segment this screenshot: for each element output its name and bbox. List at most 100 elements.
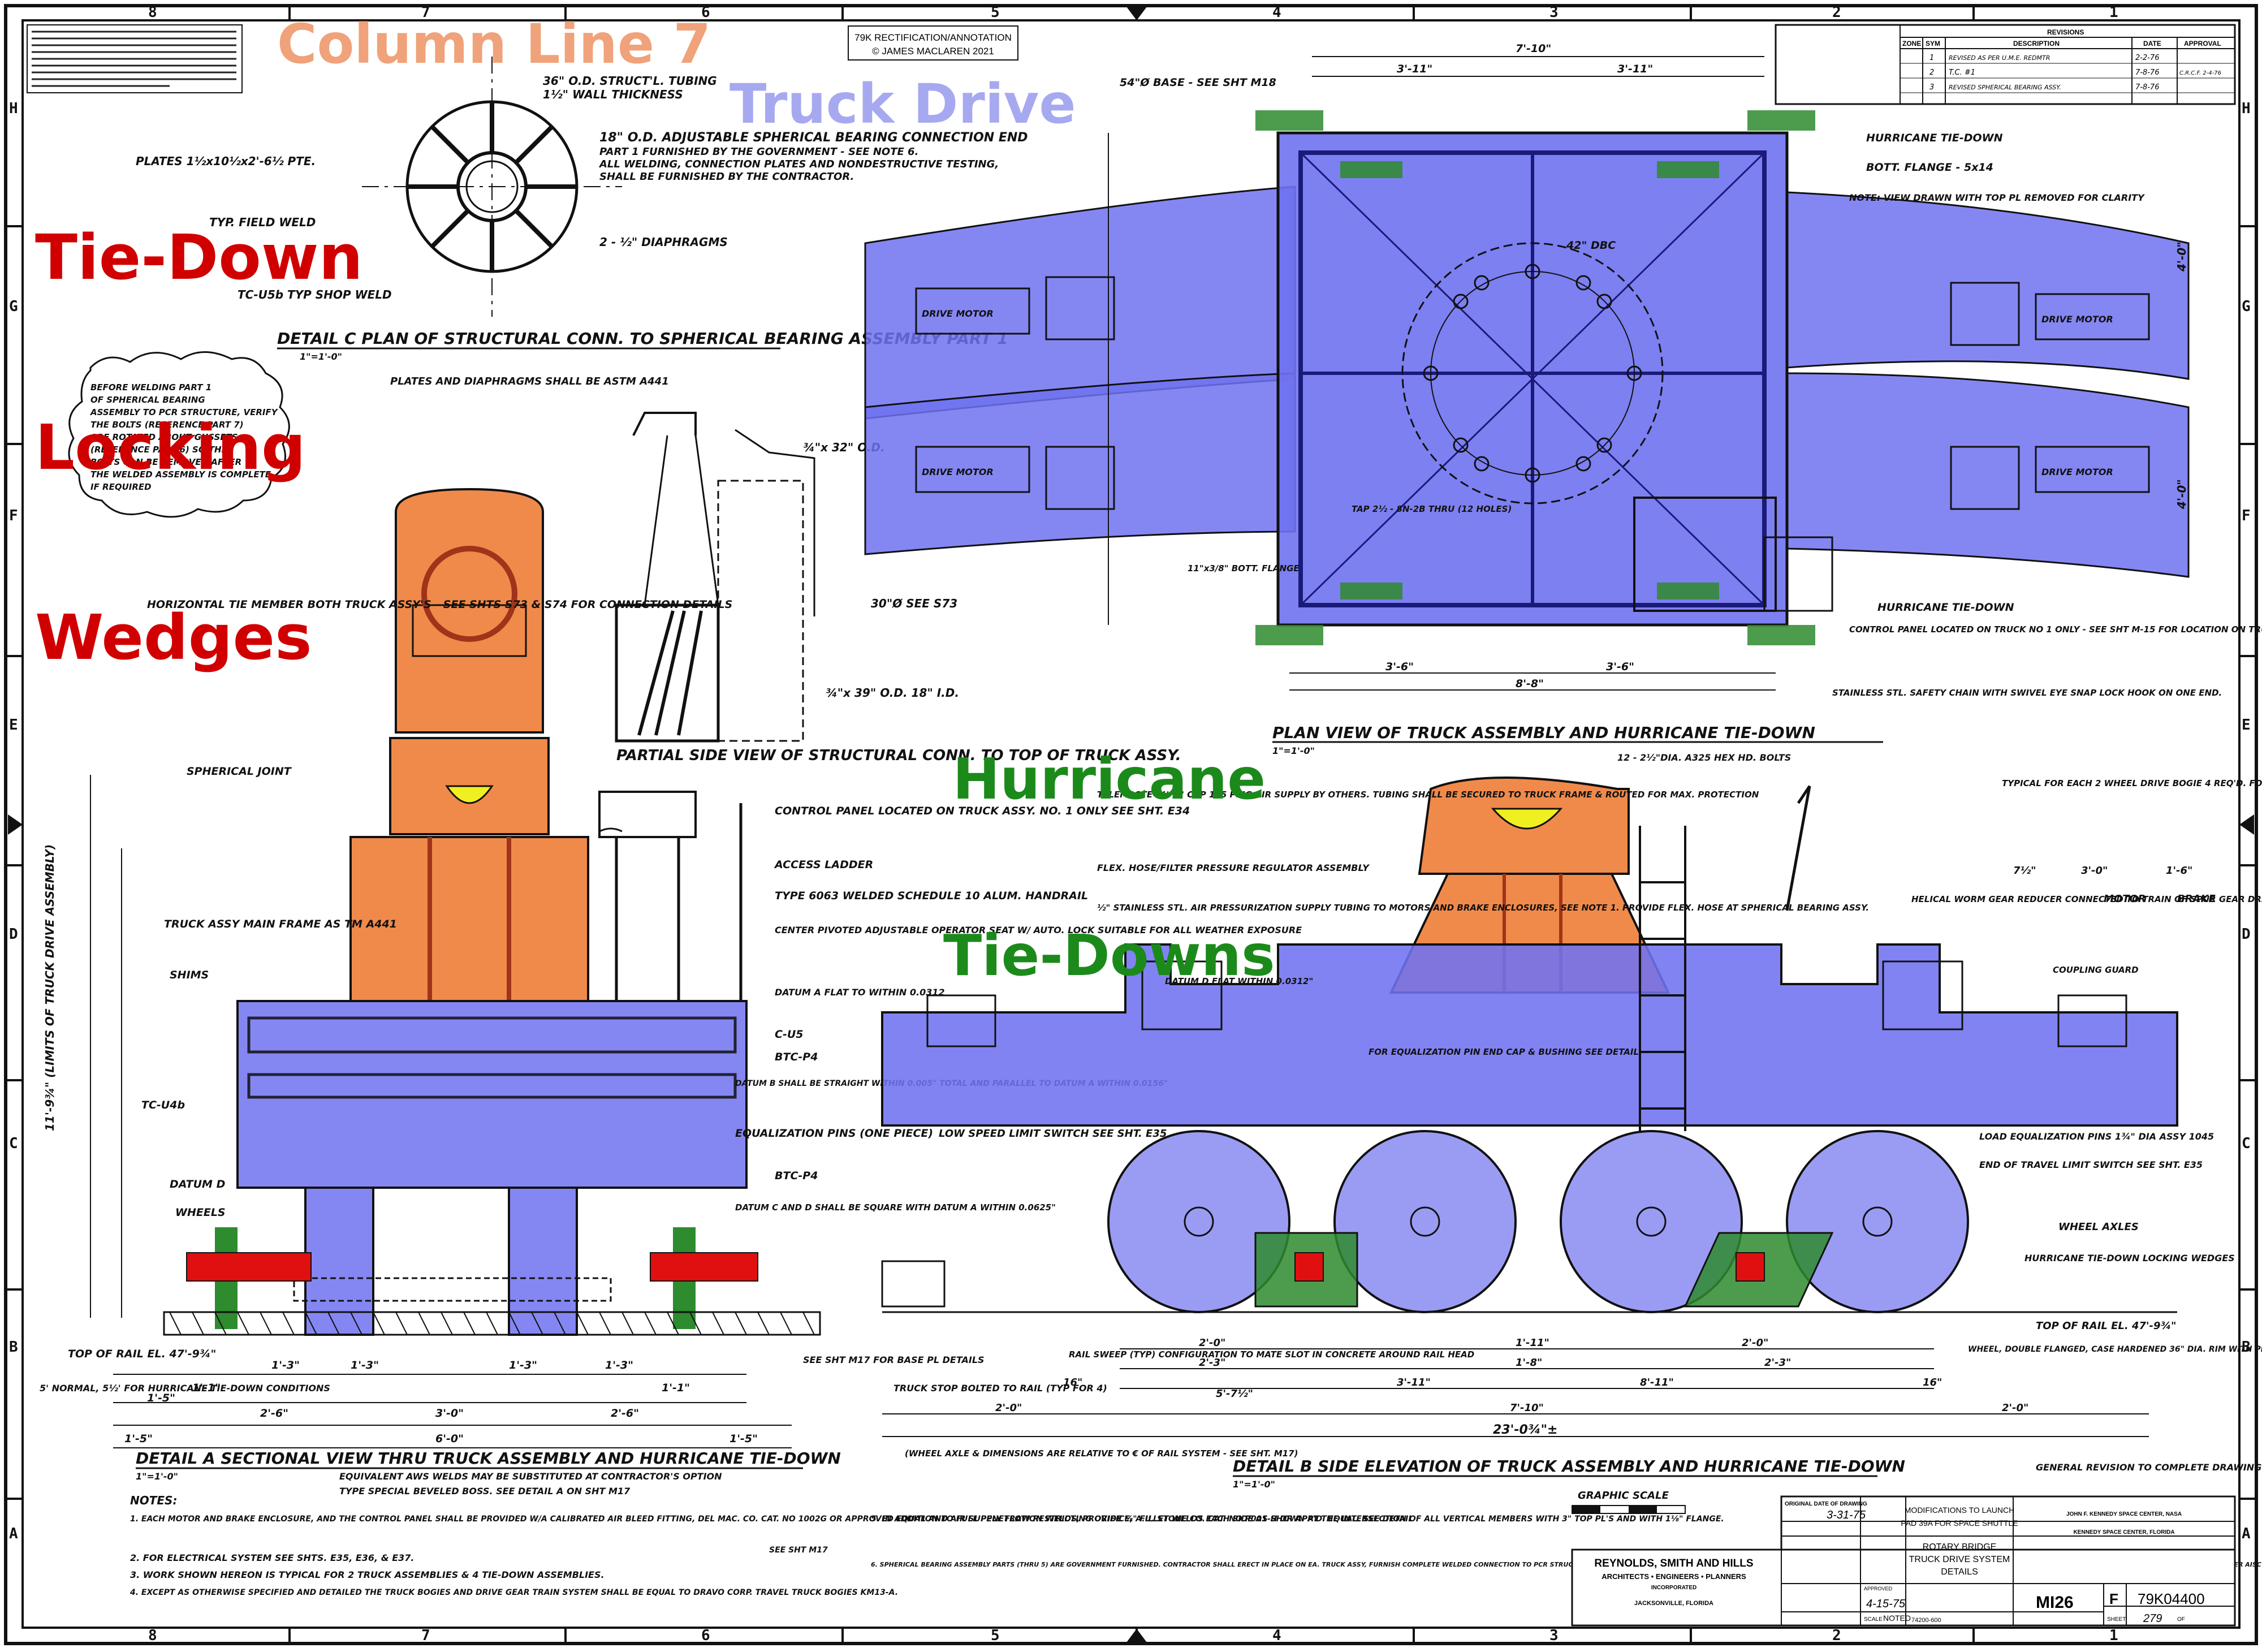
b-label-end-travel: END OF TRAVEL LIMIT SWITCH SEE SHT. E35 [1979,1159,2203,1170]
b-label-typical-bogie: TYPICAL FOR EACH 2 WHEEL DRIVE BOGIE 4 R… [2002,778,2262,788]
credit-box: 79K RECTIFICATION/ANNOTATION © JAMES MAC… [848,25,1018,61]
zone-labels: 8 7 6 5 4 3 2 1 8 7 6 5 4 3 2 1 H G F E … [9,4,2251,1644]
rev-row-3-sym: 3 [1929,83,1934,92]
note-g-3: ASSEMBLY TO PCR STRUCTURE, VERIFY [90,407,279,417]
zone-col-7-bottom: 7 [421,1627,430,1644]
a-dim-1: 1'-5" [147,1392,175,1404]
b-label-wheel-desc: WHEEL, DOUBLE FLANGED, CASE HARDENED 36"… [1968,1345,2262,1354]
a-label-btc-p4: BTC-P4 [775,1051,818,1063]
zone-row-h: H [9,100,18,117]
b-label-motor: MOTOR [2104,893,2146,905]
a-label-spherical-joint: SPHERICAL JOINT [187,765,292,778]
rev-row-3-date: 7-8-76 [2135,83,2159,92]
detail-b-scale: 1"=1'-0" [1233,1479,1275,1490]
tb-sheet-code: MI26 [2036,1593,2074,1612]
label-column-line: Column Line 7 [277,12,711,76]
tb-scale: NOTED [1883,1614,1911,1623]
tb-original-date-label: ORIGINAL DATE OF DRAWING [1785,1501,1867,1507]
partial-side-view [615,412,815,743]
note-g-4: THE BOLTS (REFERENCE PART 7) [90,420,244,430]
zone-row-b-right: B [2242,1339,2251,1356]
detail-a-labels: HORIZONTAL TIE MEMBER BOTH TRUCK ASSY'S … [40,598,1302,1496]
center-mark-bottom [1126,1629,1147,1642]
a-label-btc-p4b: BTC-P4 [775,1170,818,1182]
label-hurricane: Hurricane Tie-Downs [943,632,1275,1044]
zone-col-3: 3 [1549,4,1559,21]
a-dim-12: 1'-1" [192,1382,221,1394]
zone-row-h-right: H [2242,100,2251,117]
legal-text-block [27,24,243,93]
b-dim-16: 16" [1923,1377,1942,1388]
b-label-bolts: 12 - 2½"DIA. A325 HEX HD. BOLTS [1617,752,1791,763]
tb-scale-label: SCALE [1864,1616,1883,1623]
b-dim-1: 2'-0" [1199,1337,1225,1349]
a-label-see-m17: SEE SHT M17 FOR BASE PL DETAILS [803,1355,985,1365]
rev-row-2-date: 7-8-76 [2135,68,2159,77]
a-label-top-of-rail: TOP OF RAIL EL. 47'-9¾" [68,1348,216,1360]
b-label-stainless: ½" STAINLESS STL. AIR PRESSURIZATION SUP… [1097,903,1869,913]
zone-col-5: 5 [991,4,1000,21]
zone-row-b: B [9,1339,18,1356]
b-label-brake: BRAKE [2177,893,2216,905]
graphic-scale-bar [1572,1505,1686,1514]
note-2: 2. FOR ELECTRICAL SYSTEM SEE SHTS. E35, … [130,1552,414,1563]
tb-firm-sub: ARCHITECTS • ENGINEERS • PLANNERS [1601,1572,1746,1581]
partial-side-labels: PARTIAL SIDE VIEW OF STRUCTURAL CONN. TO… [616,441,1181,764]
inner-border [21,19,2241,1629]
c-note-plates: PLATES 1½x10½x2'-6½ PTE. [136,154,316,168]
b-dim-8: 8'-11" [1640,1377,1674,1388]
a-dim-3: 1'-3" [351,1359,379,1371]
b-label-load-eq: LOAD EQUALIZATION PINS 1¾" DIA ASSY 1045 [1979,1131,2214,1142]
tb-title-1: ROTARY BRIDGE [1923,1542,1997,1552]
plan-note-base: 54"Ø BASE - SEE SHT M18 [1120,76,1276,89]
b-label-axle-note: (WHEEL AXLE & DIMENSIONS ARE RELATIVE TO… [905,1448,1298,1459]
tb-project-1: MODIFICATIONS TO LAUNCH [1905,1506,2014,1515]
tb-title-3: DETAILS [1941,1567,1978,1577]
plan-note-bott-flange: BOTT. FLANGE - 5x14 [1866,161,1993,174]
b-dim-4: 2'-3" [1199,1357,1225,1369]
note-g-cloud: BEFORE WELDING PART 1 OF SPHERICAL BEARI… [68,351,290,518]
detail-c-drawing [362,57,622,317]
b-label-top-rail: TOP OF RAIL EL. 47'-9¾" [2036,1320,2177,1332]
rev-col-approval: APPROVAL [2184,40,2221,48]
zone-col-6: 6 [701,4,710,21]
a-label-datum-cd: DATUM C AND D SHALL BE SQUARE WITH DATUM… [735,1202,1056,1213]
detail-b-drawing [881,777,2178,1437]
b-dim-7: 3'-11" [1397,1377,1431,1388]
b-dim-13: 1'-6" [2166,865,2192,877]
plan-dim-2: 3'-11" [1397,63,1432,75]
tb-code: 74200-600 [1911,1617,1941,1624]
b-label-datum-d: DATUM D FLAT WITHIN 0.0312" [1165,976,1313,986]
detail-a-scale: 1"=1'-0" [136,1471,178,1482]
note-g-6: (REFERENCE PART 6) SO THE [90,445,228,455]
b-label-axles: WHEEL AXLES [2058,1221,2139,1233]
a-label-wheels: WHEELS [175,1206,226,1219]
graphic-scale-label: GRAPHIC SCALE [1578,1490,1669,1502]
plan-note-motor-2: DRIVE MOTOR [922,467,994,477]
a-label-c-u5: C-U5 [775,1028,803,1041]
b-dim-9: 7'-10" [1510,1402,1544,1414]
rev-row-1-date: 2-2-76 [2135,54,2159,62]
a-label-datum-d: DATUM D [170,1178,225,1191]
note-g-9: IF REQUIRED [90,482,152,492]
plan-note-motor-4: DRIVE MOTOR [2041,467,2113,477]
label-tiedown-wedges: Tie-Down Locking Wedges [35,99,363,732]
c-note-shopweld: TC-U5b TYP SHOP WELD [238,288,392,301]
rev-row-2-appr: C.R.C.F. 2-4-76 [2179,70,2221,76]
tb-sheet-label: SHEET [2107,1616,2126,1623]
b-dim-3: 2'-0" [1742,1337,1768,1349]
rev-col-zone: ZONE [1902,40,1921,48]
zone-col-1: 1 [2109,4,2118,21]
center-mark-top [1126,7,1147,20]
tb-original-date: 3-31-75 [1827,1509,1866,1521]
revisions-header: REVISIONS [2047,28,2084,36]
detail-a-drawing [90,488,821,1448]
b-label-rail-sweep: RAIL SWEEP (TYP) CONFIGURATION TO MATE S… [1069,1349,1474,1360]
detail-a-subtitle: EQUIVALENT AWS WELDS MAY BE SUBSTITUTED … [339,1471,722,1482]
plan-dim-3: 3'-11" [1617,63,1653,75]
zone-col-8: 8 [148,4,157,21]
a-dim-4: 1'-3" [509,1359,537,1371]
credit-line-2: © JAMES MACLAREN 2021 [872,46,994,57]
zone-col-2: 2 [1832,4,1841,21]
tb-agency-sub: KENNEDY SPACE CENTER, FLORIDA [2073,1529,2174,1535]
